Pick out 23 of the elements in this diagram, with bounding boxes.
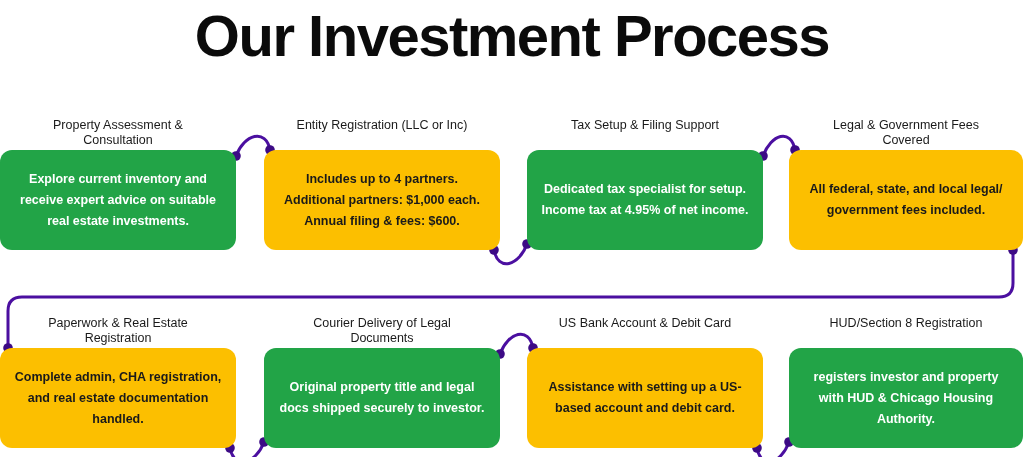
step-heading: HUD/Section 8 Registration xyxy=(828,316,984,331)
connector-line xyxy=(231,134,275,161)
step-description: registers investor and property with HUD & Chicago Housing Authority. xyxy=(812,368,1000,428)
connector-line xyxy=(489,239,532,266)
connector-line xyxy=(495,332,538,359)
step-heading: Paperwork & Real Estate Registration xyxy=(47,316,189,346)
connector-line xyxy=(225,437,269,457)
step-heading: Entity Registration (LLC or Inc) xyxy=(295,118,469,133)
connector-line xyxy=(752,437,794,457)
step-description: Dedicated tax specialist for setup. Income tax at 4.95% of net income. xyxy=(540,181,750,219)
step-description: Complete admin, CHA registration, and real estate documentation handled. xyxy=(13,368,223,428)
connector-line xyxy=(758,134,800,161)
step-heading: Tax Setup & Filing Support xyxy=(570,118,720,133)
step-heading: US Bank Account & Debit Card xyxy=(557,316,733,331)
step-heading: Property Assessment & Consultation xyxy=(52,118,184,148)
step-description: Explore current inventory and receive expert advice on suitable real estate investments. xyxy=(19,170,217,230)
step-heading: Legal & Government Fees Covered xyxy=(832,118,980,148)
step-description: All federal, state, and local legal/ government fees included. xyxy=(808,181,1004,219)
step-description: Includes up to 4 partners. Additional partners: $1,000 each. Annual filing & fees: $600. xyxy=(283,170,481,230)
step-description: Original property title and legal docs shipped securely to investor. xyxy=(278,379,486,417)
step-heading: Courier Delivery of Legal Documents xyxy=(312,316,452,346)
title: Our Investment Process xyxy=(193,2,831,69)
step-description: Assistance with setting up a US-based account and debit card. xyxy=(547,379,743,417)
